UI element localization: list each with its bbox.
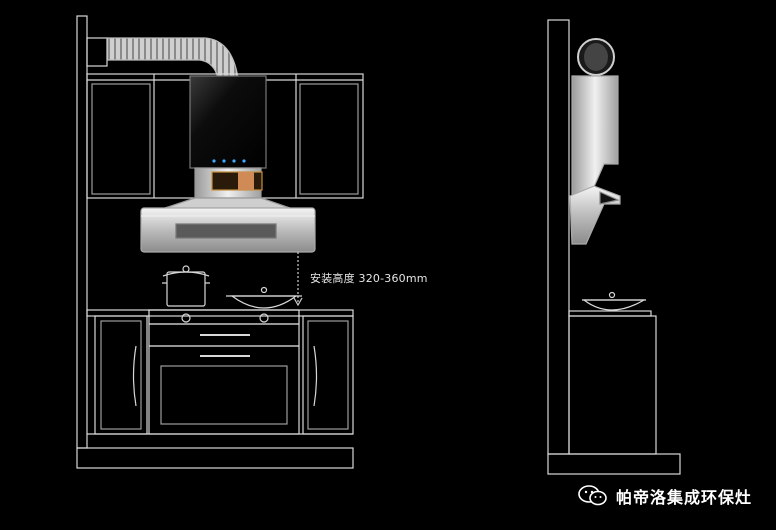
side-wall (547, 19, 570, 455)
front-view (76, 15, 364, 469)
side-cabinet (568, 315, 657, 455)
hood-display (211, 171, 263, 191)
side-countertop (568, 310, 652, 317)
stock-pot (162, 265, 210, 307)
wechat-icon (578, 485, 607, 506)
hood-touch-buttons (212, 159, 246, 163)
lower-left-cabinet (94, 315, 148, 435)
floor-base (76, 447, 354, 469)
duct-box (86, 37, 108, 67)
side-floor-base (547, 453, 681, 475)
wok (226, 286, 302, 309)
side-view (547, 19, 681, 475)
oven (148, 345, 300, 435)
brand-watermark: 帕帝洛集成环保灶 (578, 484, 752, 508)
wall-pillar (76, 15, 88, 449)
lower-right-cabinet (302, 315, 354, 435)
oven-window (160, 365, 288, 425)
hood-canopy (164, 197, 291, 209)
install-height-label: 安装高度 320-360mm (310, 272, 428, 285)
brand-name: 帕帝洛集成环保灶 (615, 488, 752, 507)
hood-side-profile (571, 75, 619, 197)
countertop (86, 309, 354, 317)
side-wok (582, 291, 647, 311)
flexible-duct (106, 37, 239, 79)
hood-glass-panel (189, 75, 267, 169)
cooktop (148, 309, 300, 325)
